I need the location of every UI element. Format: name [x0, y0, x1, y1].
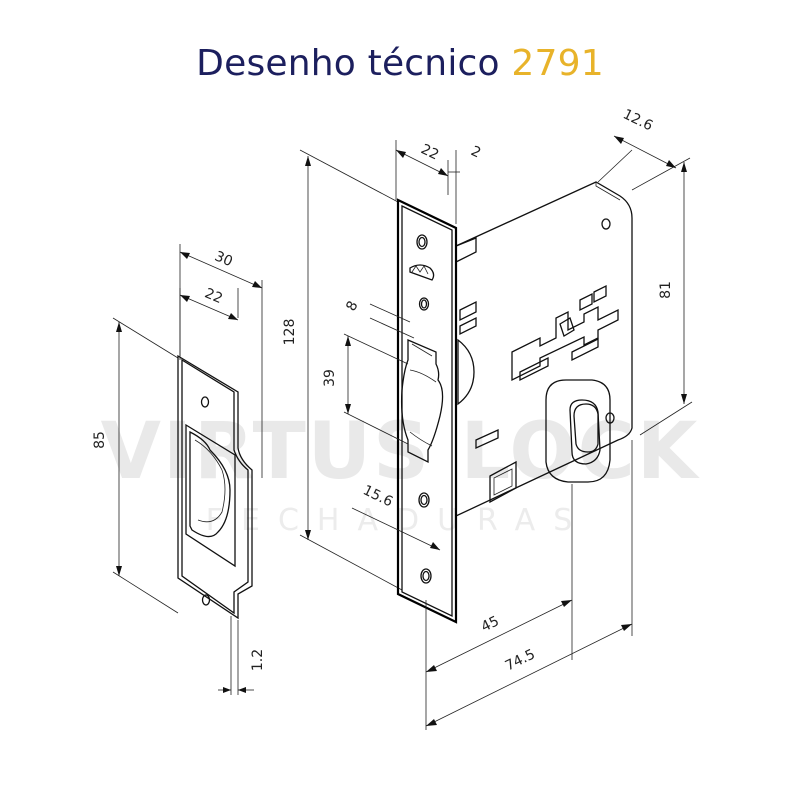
page-title: Desenho técnico 2791: [0, 46, 800, 82]
dim-latch-width: 8: [343, 298, 361, 313]
dim-faceplate-height: 128: [282, 319, 298, 346]
strike-plate: 30 22 85 1.2: [92, 244, 266, 695]
title-text: Desenho técnico: [196, 43, 500, 84]
dim-total-depth: 74.5: [503, 646, 538, 674]
dim-latch-height: 39: [322, 369, 338, 387]
dim-backset: 45: [479, 613, 502, 635]
dim-faceplate-thickness: 2: [468, 143, 483, 161]
watermark: VIRTUS LOCK FECHADURAS: [101, 407, 698, 538]
dim-strike-width-outer: 30: [212, 248, 235, 270]
dim-faceplate-width: 22: [418, 141, 441, 163]
dim-case-height: 81: [658, 281, 674, 299]
dim-strike-height: 85: [92, 431, 108, 449]
title-model-number: 2791: [511, 43, 604, 84]
dim-strike-width-inner: 22: [202, 285, 225, 307]
dim-case-depth: 12.6: [620, 106, 655, 134]
dim-strike-thickness: 1.2: [250, 649, 266, 671]
watermark-sub: FECHADURAS: [206, 503, 591, 538]
